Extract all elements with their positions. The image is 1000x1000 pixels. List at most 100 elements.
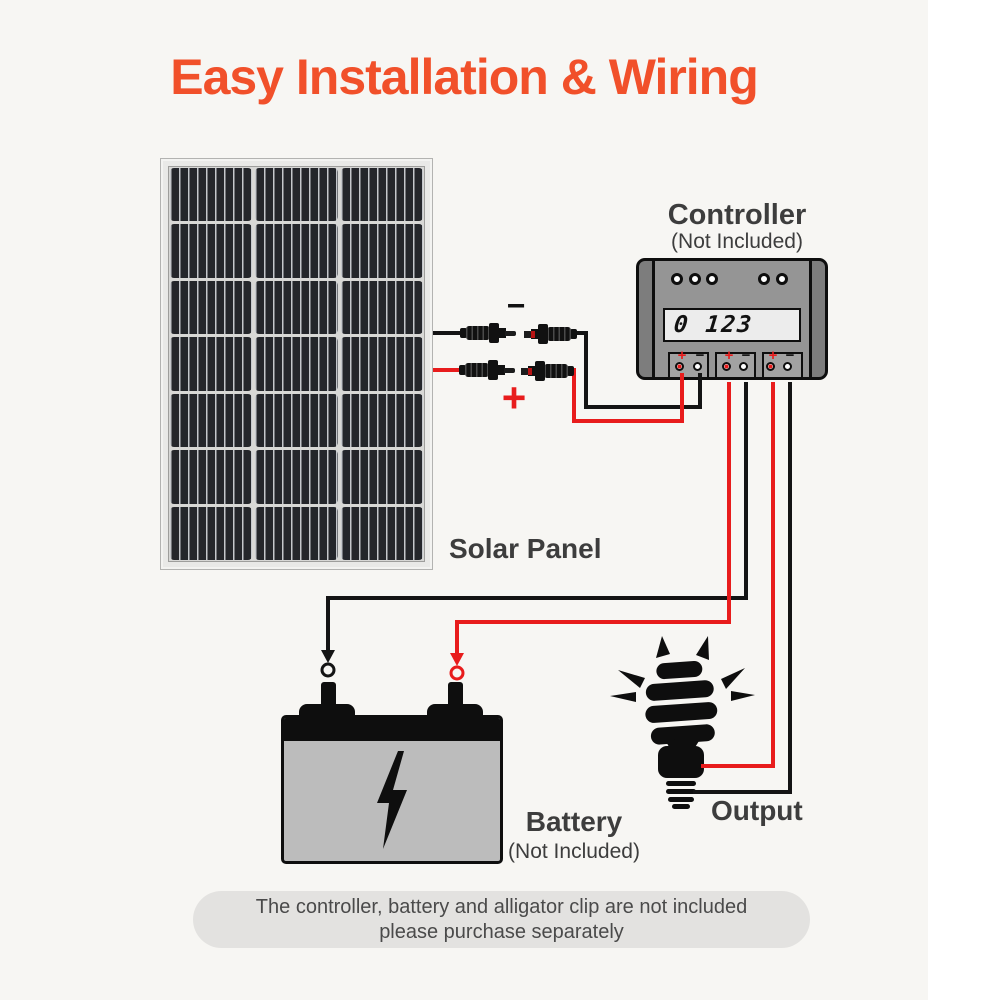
solar-cell: [340, 393, 423, 448]
bulb-screw-thread: [666, 789, 696, 794]
wire-controller-to-load-positive: [701, 382, 775, 768]
solar-cell: [255, 450, 338, 504]
connector-neck: [499, 328, 506, 338]
controller-led-icon: [775, 273, 788, 285]
connector-body: [544, 364, 568, 378]
lightning-icon: [377, 751, 407, 849]
solar-cell: [255, 337, 338, 391]
solar-cell: [340, 450, 423, 504]
connector-neck: [498, 365, 505, 375]
connector-body: [465, 363, 489, 377]
connector-nut: [488, 360, 498, 380]
connector-seal: [528, 368, 532, 375]
arrow-down-icon: [450, 653, 464, 666]
connector-nut: [538, 324, 548, 344]
mc4-connector-icon: [459, 360, 515, 380]
solar-cell: [170, 337, 253, 391]
connector-seal: [531, 331, 535, 338]
bulb-screw-thread: [666, 781, 696, 786]
connector-body: [547, 327, 571, 341]
connector-body: [466, 326, 490, 340]
battery-cap: [284, 718, 500, 741]
solar-cell: [170, 506, 253, 560]
ring-terminal-icon: [449, 665, 465, 681]
output-label: Output: [711, 795, 803, 826]
battery-terminal-base: [299, 704, 355, 718]
minus-mark: −: [695, 347, 705, 364]
light-ray-icon: [731, 691, 755, 701]
controller-lcd-display: 0 123: [663, 308, 801, 342]
wire-controller-to-battery-negative: [326, 382, 748, 651]
solar-cell: [340, 506, 423, 560]
solar-panel-label: Solar Panel: [449, 533, 602, 564]
wire-panel-negative-to-controller: [566, 331, 702, 409]
solar-cell: [255, 280, 338, 335]
connector-nut: [489, 323, 499, 343]
solar-cell: [340, 168, 423, 222]
terminal-screw: [722, 362, 731, 371]
light-ray-icon: [721, 668, 745, 689]
battery-label: Battery: [525, 806, 623, 837]
connector-pin: [505, 330, 516, 336]
plus-mark: +: [768, 347, 778, 364]
wire-controller-to-load-negative: [693, 382, 792, 794]
terminal-block-battery: [715, 352, 756, 379]
wire-controller-to-battery-positive: [455, 382, 731, 654]
solar-cell: [170, 280, 253, 335]
page-title: Easy Installation & Wiring: [170, 49, 759, 105]
light-ray-icon: [696, 636, 709, 660]
solar-panel-icon: [160, 158, 433, 570]
solar-panel-cells: [168, 166, 425, 562]
bulb-ballast: [658, 746, 704, 778]
mc4-connector-icon: [518, 361, 574, 381]
terminal-screw: [693, 362, 702, 371]
plus-polarity-icon: +: [501, 374, 527, 421]
controller-led-icon: [688, 273, 701, 285]
solar-cell: [255, 506, 338, 560]
terminal-screw: [739, 362, 748, 371]
solar-cell: [170, 168, 253, 222]
connector-cap: [570, 329, 577, 339]
terminal-screw: [783, 362, 792, 371]
mc4-connector-icon: [460, 323, 516, 343]
solar-cell: [255, 393, 338, 448]
controller-sublabel: (Not Included): [671, 230, 803, 253]
solar-cell: [170, 224, 253, 278]
controller-icon: 0 123 + − + − + −: [636, 258, 828, 380]
connector-pin: [504, 367, 515, 373]
light-ray-icon: [656, 636, 670, 658]
bulb-tip: [672, 804, 690, 809]
terminal-screw: [766, 362, 775, 371]
ring-terminal-icon: [320, 662, 336, 678]
note-pill: The controller, battery and alligator cl…: [193, 891, 810, 948]
wire-panel-positive-to-controller: [566, 368, 684, 423]
connector-cap: [460, 328, 467, 338]
note-line1: The controller, battery and alligator cl…: [255, 896, 748, 918]
controller-label: Controller: [667, 199, 807, 231]
battery-terminal-base: [427, 704, 483, 718]
solar-cell: [340, 224, 423, 278]
minus-mark: −: [741, 347, 751, 364]
mc4-connector-icon: [521, 324, 577, 344]
solar-cell: [255, 224, 338, 278]
solar-cell: [340, 280, 423, 335]
terminal-block-solar: [668, 352, 709, 379]
connector-nut: [535, 361, 545, 381]
solar-cell: [170, 450, 253, 504]
bulb-screw-thread: [668, 797, 694, 802]
light-ray-icon: [618, 670, 645, 688]
plus-mark: +: [677, 347, 687, 364]
arrow-down-icon: [321, 650, 335, 663]
minus-mark: −: [785, 347, 795, 364]
battery-icon: [281, 715, 503, 864]
solar-cell: [170, 393, 253, 448]
solar-cell: [255, 168, 338, 222]
solar-cell: [340, 337, 423, 391]
minus-polarity-icon: −: [506, 287, 526, 324]
connector-cap: [459, 365, 466, 375]
battery-sublabel: (Not Included): [508, 840, 640, 863]
light-ray-icon: [610, 692, 636, 702]
plus-mark: +: [724, 347, 734, 364]
